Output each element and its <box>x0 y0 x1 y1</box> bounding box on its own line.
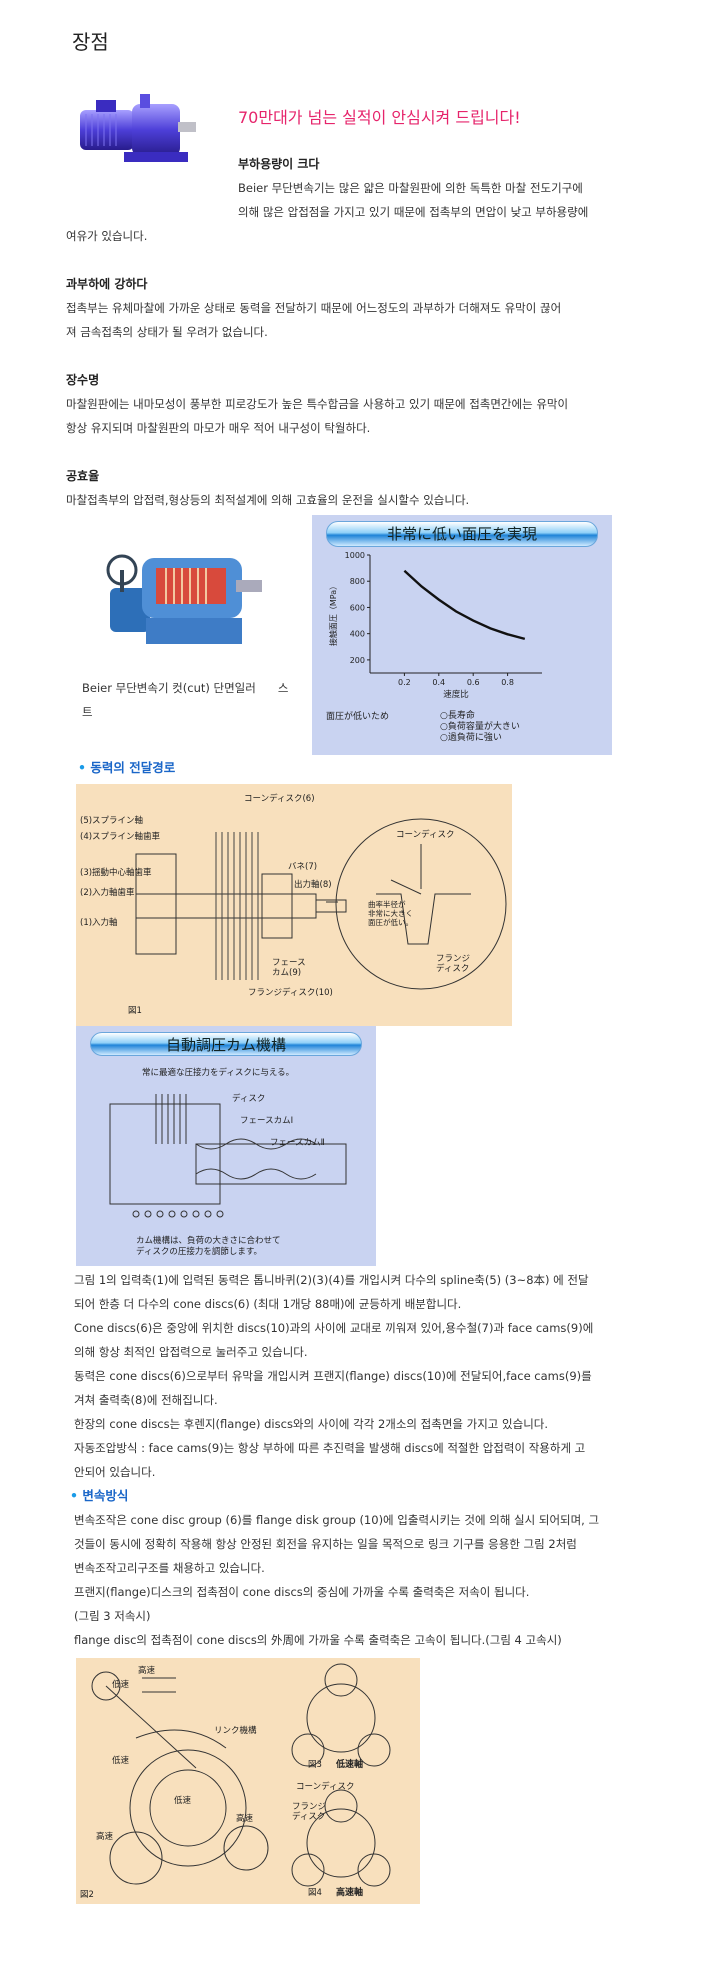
section-text-line: 접촉부는 유체마찰에 가까운 상태로 동력을 전달하기 때문에 어느정도의 과부… <box>66 301 562 315</box>
label-zoom-flange: フランジ ディスク <box>436 954 471 974</box>
section-heading-overload: 과부하에 강하다 <box>66 277 148 291</box>
shift-text-line: 것들이 동시에 정확히 작용해 항상 안정된 회전을 유지하는 일을 목적으로 … <box>74 1537 577 1551</box>
shift-text-line: 변속조작은 cone disc group (6)를 flange disk g… <box>74 1513 600 1527</box>
power-path-heading: 동력의 전달경로 <box>78 756 175 780</box>
x-tick-label: 0.8 <box>501 678 514 687</box>
slogan-headline: 70만대가 넘는 실적이 안심시켜 드립니다! <box>238 108 521 127</box>
label-flange-disc-10: フランジディスク(10) <box>248 988 333 998</box>
label-face-cam-9: フェース カム(9) <box>272 958 306 978</box>
body-text-line: 겨쳐 출력축(8)에 전해집니다. <box>74 1393 218 1407</box>
cutaway-caption-text: Beier 무단변속기 컷(cut) 단면일러 <box>82 681 256 695</box>
body-text-line: 의해 항상 최적인 압접력으로 눌러주고 있습니다. <box>74 1345 308 1359</box>
body-text-line: 안되어 있습니다. <box>74 1465 156 1479</box>
label-figure-3: 図3 <box>308 1760 322 1770</box>
y-tick-label: 1000 <box>345 551 365 560</box>
pressure-chart-banner: 非常に低い面圧を実現 <box>326 521 598 547</box>
body-text-line: 자동조압방식 : face cams(9)는 항상 부하에 따른 추진력을 발생… <box>74 1441 586 1455</box>
linkage-diagram: 高速 低速 リンク機構 コーンディスク フランジ ディスク 高速 低速 低速 高… <box>76 1658 420 1904</box>
chart-note-left: 面圧が低いため <box>326 712 390 722</box>
shift-text-line: (그림 3 저속시) <box>74 1609 151 1623</box>
y-tick-label: 800 <box>350 577 365 586</box>
label-planet-gear-3: (3)揺動中心軸歯車 <box>80 868 152 878</box>
section-text-line: Beier 무단변속기는 많은 얇은 마찰원판에 의한 독특한 마찰 전도기구에 <box>238 181 583 195</box>
section-text-line: 져 금속접촉의 상태가 될 우려가 없습니다. <box>66 325 268 339</box>
chart-note-item: ○過負荷に強い <box>440 733 502 743</box>
shift-text-line: 프랜지(flange)디스크의 접촉점이 cone discs의 중심에 가까울… <box>74 1585 530 1599</box>
body-text-line: 동력은 cone discs(6)으로부터 유막을 개입시켜 프랜지(flang… <box>74 1369 592 1383</box>
label-zoom-cone: コーンディスク <box>396 830 455 840</box>
cam-mechanism-diagram: 自動調圧カム機構 常に最適な圧接力をディスクに与える。 ディスク フェースカムⅠ… <box>76 1026 376 1266</box>
section-text-line: 마찰접촉부의 압접력,형상등의 최적설계에 의해 고효율의 운전을 실시할수 있… <box>66 493 470 507</box>
shift-heading: 변속방식 <box>70 1484 128 1508</box>
linkage-label-side-high: 高速 <box>96 1832 114 1842</box>
linkage-label-flange: フランジ ディスク <box>292 1802 327 1822</box>
body-text-line: Cone discs(6)은 중앙에 위치한 discs(10)과의 사이에 교… <box>74 1321 594 1335</box>
pressure-chart: 200 400 600 800 1000 0.2 0.4 0.6 0.8 速度比 接触面圧（MPa） <box>328 551 542 700</box>
linkage-label-high: 高速 <box>138 1666 156 1676</box>
label-figure-2: 図2 <box>80 1890 94 1900</box>
linkage-label-cone: コーンディスク <box>296 1782 355 1792</box>
linkage-label-side-low: 低速 <box>112 1756 130 1766</box>
pressure-series-line <box>403 569 526 641</box>
power-path-drawing <box>135 818 507 990</box>
x-tick-label: 0.6 <box>467 678 480 687</box>
label-spline-pinion-4: (4)スプライン軸歯車 <box>80 832 161 842</box>
linkage-label-speed-low: 低速 <box>174 1796 192 1806</box>
cutaway-caption: Beier 무단변속기 컷(cut) 단면일러 스 <box>82 676 288 700</box>
y-tick-label: 200 <box>350 656 365 665</box>
power-path-diagram: コーンディスク(6) (5)スプライン軸 (4)スプライン軸歯車 (3)揺動中心… <box>76 784 512 1026</box>
section-heading-efficiency: 공효율 <box>66 469 100 483</box>
section-text-line: 항상 유지되며 마찰원판의 마모가 매우 적어 내구성이 탁월하다. <box>66 421 371 435</box>
label-figure-4: 図4 <box>308 1888 322 1898</box>
chart-note-list: ○長寿命 ○負荷容量が大きい ○過負荷に強い <box>440 711 520 744</box>
motor-gearbox-image <box>80 94 196 162</box>
label-spring-7: バネ(7) <box>288 862 318 872</box>
chart-note-item: ○負荷容量が大きい <box>440 722 520 732</box>
section-text-line: 의해 많은 압접점을 가지고 있기 때문에 접촉부의 면압이 낮고 부하용량에 <box>238 205 589 219</box>
y-tick-label: 400 <box>350 630 365 639</box>
cam-label-face-cam-1: フェースカムⅠ <box>240 1116 294 1126</box>
cutaway-caption-suffix: 스 <box>277 681 289 695</box>
cutaway-illustration <box>106 554 262 644</box>
cam-label-face-cam-2: フェースカムⅡ <box>270 1138 325 1148</box>
x-axis-label: 速度比 <box>443 689 469 700</box>
label-figure-1: 図1 <box>128 1006 142 1016</box>
cutaway-caption-line2: 트 <box>82 705 93 719</box>
pressure-chart-panel: 非常に低い面圧を実現 200 400 600 800 1000 0.2 0.4 0.6 0.8 速… <box>312 515 612 755</box>
cam-label-disc: ディスク <box>232 1094 266 1104</box>
body-text-line: 되어 한층 더 다수의 cone discs(6) (최대 1개당 88매)에 … <box>74 1297 462 1311</box>
linkage-label-speed-high: 高速 <box>236 1814 254 1824</box>
label-spline-shaft-5: (5)スプライン軸 <box>80 816 144 826</box>
section-text-line: 여유가 있습니다. <box>66 229 148 243</box>
section-heading-long-life: 장수명 <box>66 373 100 387</box>
linkage-label-low: 低速 <box>112 1680 130 1690</box>
body-text-line: 그림 1의 입력축(1)에 입력된 동력은 톱니바퀴(2)(3)(4)를 개입시… <box>74 1273 589 1287</box>
page-title: 장점 <box>72 30 109 54</box>
label-input-gear-2: (2)入力軸歯車 <box>80 888 135 898</box>
section-text-line: 마찰원판에는 내마모성이 풍부한 피로강도가 높은 특수합금을 사용하고 있기 … <box>66 397 569 411</box>
cam-bottom-note: カム機構は、負荷の大きさに合わせて ディスクの圧接力を調節します。 <box>136 1236 281 1257</box>
shift-text-line: 변속조작고리구조를 채용하고 있습니다. <box>74 1561 265 1575</box>
label-input-shaft-1: (1)入力軸 <box>80 918 118 928</box>
chart-note-item: ○長寿命 <box>440 711 475 721</box>
cam-top-note: 常に最適な圧接力をディスクに与える。 <box>142 1068 295 1078</box>
label-low-speed-shaft: 低速軸 <box>336 1760 364 1770</box>
label-zoom-note: 曲率半径が 非常に大きく 面圧が低い。 <box>368 900 413 927</box>
shift-text-line: flange disc의 접촉점이 cone discs의 外周에 가까울 수록… <box>74 1633 562 1647</box>
label-output-shaft-8: 出力軸(8) <box>294 880 332 890</box>
x-tick-label: 0.4 <box>432 678 445 687</box>
linkage-label-link: リンク機構 <box>214 1726 257 1736</box>
x-tick-label: 0.2 <box>398 678 411 687</box>
y-axis-label: 接触面圧（MPa） <box>328 582 338 646</box>
body-text-line: 한장의 cone discs는 후렌지(flange) discs와의 사이에 … <box>74 1417 549 1431</box>
cam-drawing <box>109 1094 347 1218</box>
cam-banner: 自動調圧カム機構 <box>90 1032 362 1056</box>
linkage-drawing <box>91 1663 391 1887</box>
y-tick-label: 600 <box>350 603 365 612</box>
label-cone-disc-6: コーンディスク(6) <box>244 794 315 804</box>
label-high-speed-shaft: 高速軸 <box>336 1888 364 1898</box>
section-heading-load-capacity: 부하용량이 크다 <box>238 157 320 171</box>
